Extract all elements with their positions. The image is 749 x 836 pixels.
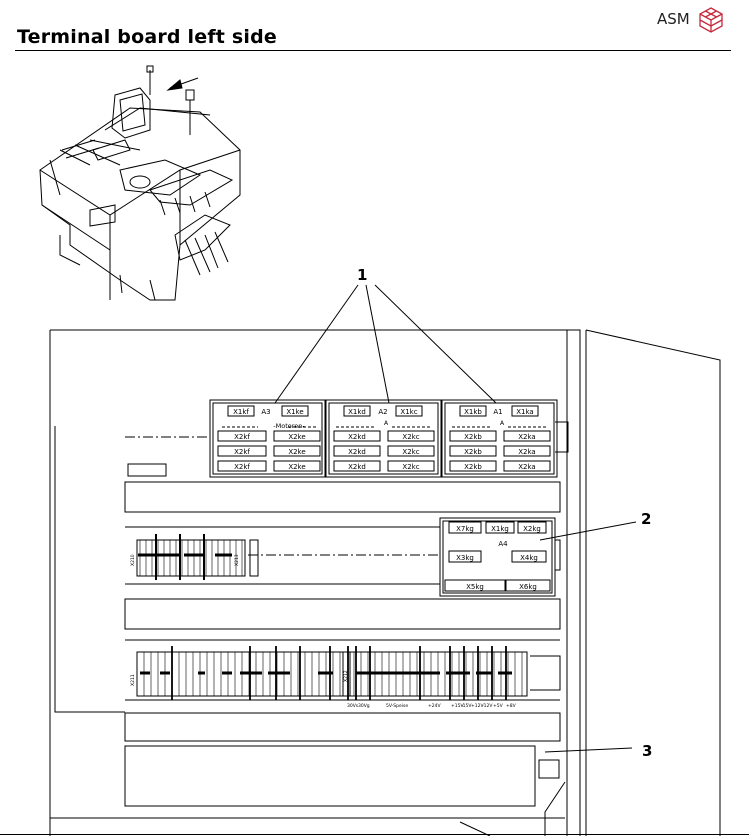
- voltage-label: +15V: [451, 703, 464, 709]
- a1-sub-label: A: [500, 420, 505, 427]
- a2-terminal: X2kc: [402, 433, 419, 441]
- a2-terminal: X2kc: [402, 463, 419, 471]
- a2-module-label: A2: [378, 408, 387, 416]
- a1-top-left-terminal: X1kb: [464, 408, 482, 416]
- a2-terminal: X2kc: [402, 448, 419, 456]
- a4-terminal: X1kg: [491, 525, 509, 533]
- voltage-label: -15V: [461, 703, 472, 709]
- voltage-label: 5V-Speise: [386, 703, 408, 709]
- a1-terminal: X2kb: [464, 463, 482, 471]
- a2-terminal: X2kd: [348, 463, 366, 471]
- a4-terminal: X4kg: [520, 554, 538, 562]
- a2-top-right-terminal: X1kc: [400, 408, 417, 416]
- a4-terminal: X3kg: [456, 554, 474, 562]
- a4-terminal: X2kg: [523, 525, 541, 533]
- voltage-label: +24V: [428, 703, 441, 709]
- terminal-strip-x210: [139, 540, 243, 576]
- brand-name: ASM: [657, 10, 690, 28]
- title-divider: [15, 50, 731, 51]
- a4-terminal: X7kg: [456, 525, 474, 533]
- voltage-label: -12V: [482, 703, 493, 709]
- a2-top-left-terminal: X1kd: [348, 408, 366, 416]
- a2-terminal: X2kd: [348, 448, 366, 456]
- a3-terminal: X2kf: [234, 448, 250, 456]
- voltage-label: +8V: [506, 703, 517, 709]
- rail-label-x213: X213: [234, 554, 240, 566]
- a1-terminal: X2ka: [518, 463, 535, 471]
- asm-cube-logo-icon: [699, 7, 723, 33]
- a2-sub-label: A: [384, 420, 389, 427]
- a1-top-right-terminal: X1ka: [516, 408, 533, 416]
- bottom-divider: [0, 834, 749, 835]
- rail-label-x212: X212: [343, 670, 349, 682]
- voltage-label: +12V: [471, 703, 484, 709]
- a4-terminal: X5kg: [466, 583, 484, 591]
- a3-terminal: X2ke: [288, 448, 305, 456]
- a3-terminal: X2ke: [288, 433, 305, 441]
- a2-terminal: X2kd: [348, 433, 366, 441]
- callout-2: 2: [641, 510, 651, 528]
- callout-1: 1: [357, 266, 367, 284]
- a3-terminal: X2kf: [234, 463, 250, 471]
- voltage-label: 30Vs: [347, 703, 359, 709]
- rail-label-x211: X211: [130, 674, 136, 686]
- a3-motoren-label: -Motoren-: [273, 422, 305, 430]
- a3-terminal: X2ke: [288, 463, 305, 471]
- a1-module-label: A1: [493, 408, 502, 416]
- voltage-label: +5V: [493, 703, 504, 709]
- a3-top-right-terminal: X1ke: [286, 408, 303, 416]
- page-title: Terminal board left side: [17, 26, 278, 48]
- a1-terminal: X2ka: [518, 433, 535, 441]
- a3-terminal: X2kf: [234, 433, 250, 441]
- a4-module-label: A4: [498, 540, 508, 548]
- rail-label-x210: X210: [130, 554, 136, 566]
- a1-terminal: X2ka: [518, 448, 535, 456]
- a3-module-label: A3: [261, 408, 270, 416]
- voltage-label: 30Vg: [358, 703, 370, 709]
- callout-3: 3: [642, 742, 652, 760]
- a3-top-left-terminal: X1kf: [233, 408, 249, 416]
- machine-illustration: [39, 65, 241, 301]
- a1-terminal: X2kb: [464, 448, 482, 456]
- a4-terminal: X6kg: [519, 583, 537, 591]
- a1-terminal: X2kb: [464, 433, 482, 441]
